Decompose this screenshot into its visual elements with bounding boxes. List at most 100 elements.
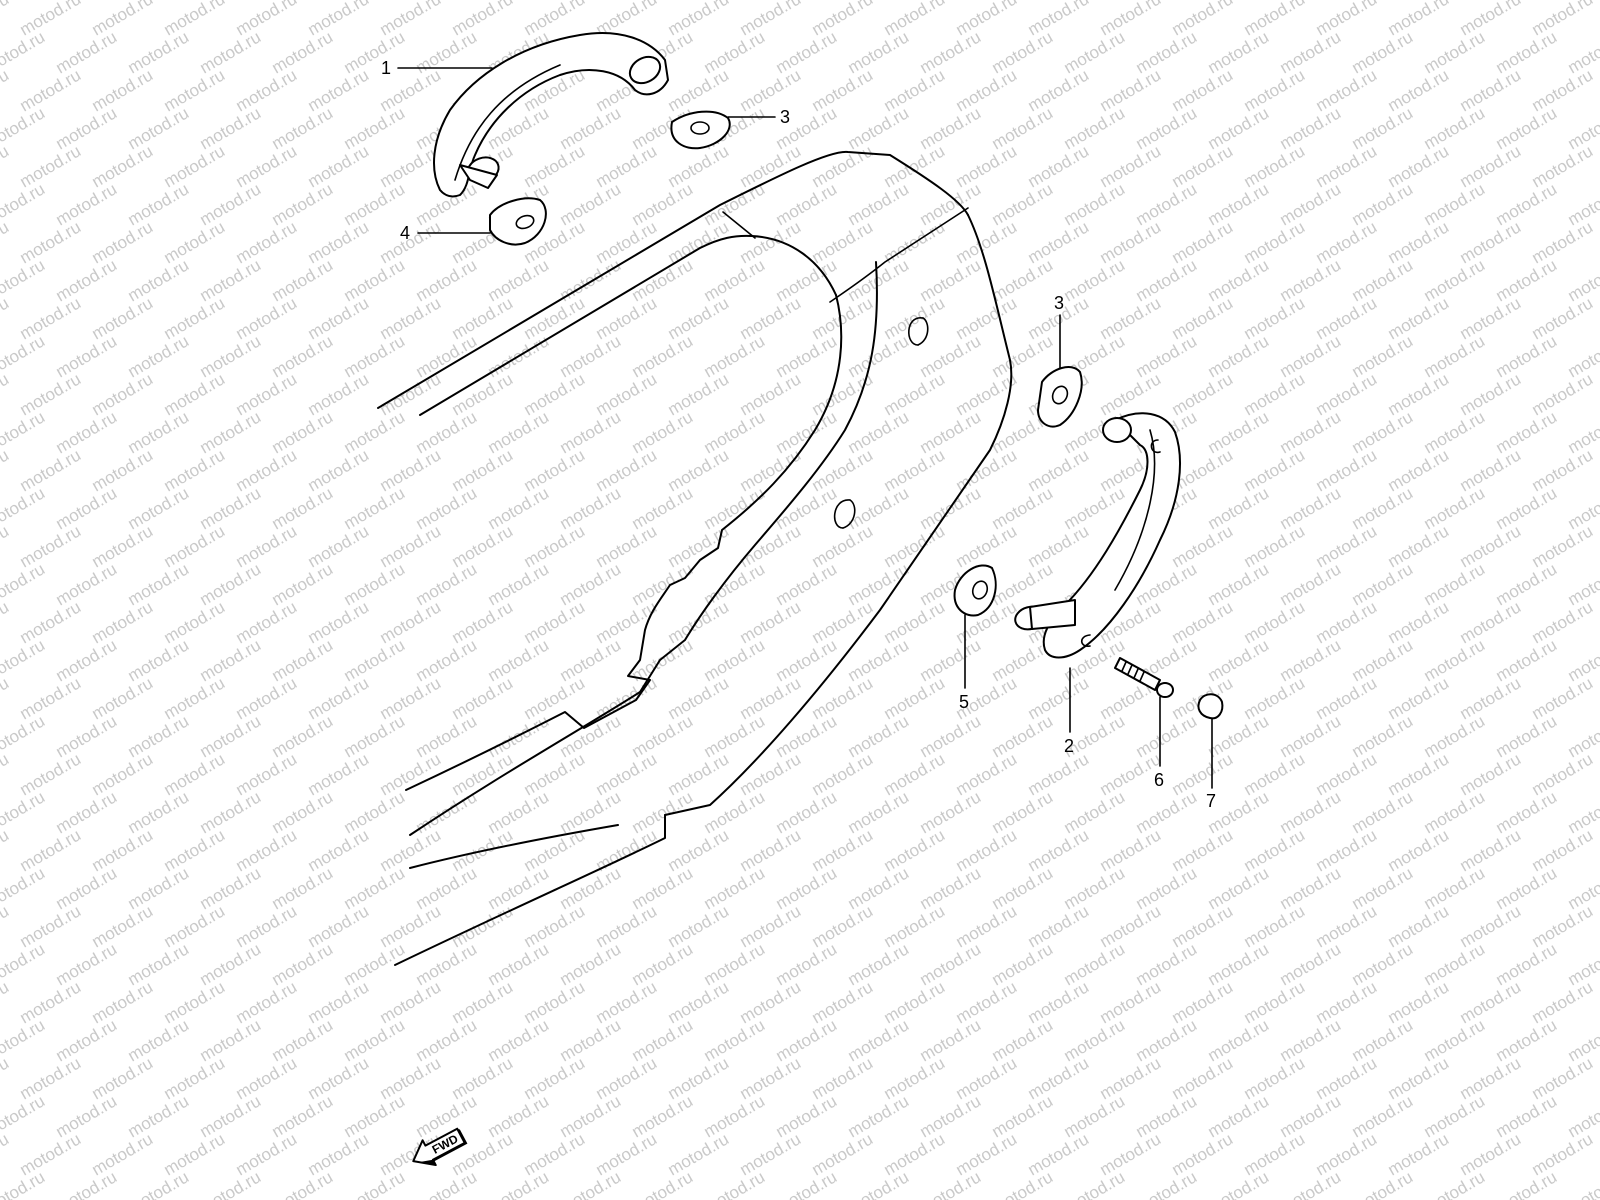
- watermark-text: motod.ru: [557, 863, 625, 913]
- watermark-text: motod.ru: [53, 483, 121, 533]
- watermark-text: motod.ru: [197, 483, 265, 533]
- watermark-text: motod.ru: [881, 293, 949, 343]
- watermark-text: motod.ru: [881, 369, 949, 419]
- watermark-text: motod.ru: [701, 1167, 769, 1200]
- watermark-text: motod.ru: [233, 217, 301, 267]
- watermark-text: motod.ru: [917, 1091, 985, 1141]
- watermark-text: motod.ru: [0, 939, 48, 989]
- watermark-text: motod.ru: [1421, 483, 1489, 533]
- watermark-text: motod.ru: [305, 293, 373, 343]
- watermark-text: motod.ru: [1277, 103, 1345, 153]
- watermark-text: motod.ru: [1385, 901, 1453, 951]
- watermark-text: motod.ru: [665, 825, 733, 875]
- washer-5: [953, 564, 997, 617]
- watermark-text: motod.ru: [917, 711, 985, 761]
- watermark-text: motod.ru: [1529, 1053, 1597, 1103]
- watermark-text: motod.ru: [269, 179, 337, 229]
- watermark-text: motod.ru: [377, 749, 445, 799]
- watermark-text: motod.ru: [305, 65, 373, 115]
- watermark-text: motod.ru: [665, 445, 733, 495]
- watermark-text: motod.ru: [1493, 1015, 1561, 1065]
- watermark-text: motod.ru: [89, 141, 157, 191]
- watermark-text: motod.ru: [1421, 635, 1489, 685]
- watermark-text: motod.ru: [1529, 141, 1597, 191]
- watermark-text: motod.ru: [0, 27, 48, 77]
- watermark-text: motod.ru: [665, 977, 733, 1027]
- watermark-text: motod.ru: [953, 1129, 1021, 1179]
- watermark-text: motod.ru: [701, 331, 769, 381]
- watermark-text: motod.ru: [1529, 901, 1597, 951]
- watermark-text: motod.ru: [773, 483, 841, 533]
- watermark-text: motod.ru: [1385, 293, 1453, 343]
- watermark-text: motod.ru: [413, 635, 481, 685]
- watermark-text: motod.ru: [1097, 977, 1165, 1027]
- watermark-text: motod.ru: [1025, 445, 1093, 495]
- watermark-text: motod.ru: [665, 1129, 733, 1179]
- watermark-text: motod.ru: [845, 1167, 913, 1200]
- watermark-text: motod.ru: [1241, 65, 1309, 115]
- watermark-text: motod.ru: [1241, 977, 1309, 1027]
- watermark-text: motod.ru: [1421, 27, 1489, 77]
- watermark-text: motod.ru: [377, 293, 445, 343]
- watermark-text: motod.ru: [1133, 27, 1201, 77]
- watermark-text: motod.ru: [485, 407, 553, 457]
- watermark-text: motod.ru: [989, 863, 1057, 913]
- watermark-text: motod.ru: [1493, 331, 1561, 381]
- watermark-text: motod.ru: [1349, 255, 1417, 305]
- watermark-text: motod.ru: [701, 635, 769, 685]
- watermark-text: motod.ru: [845, 1091, 913, 1141]
- watermark-text: motod.ru: [53, 787, 121, 837]
- watermark-text: motod.ru: [449, 901, 517, 951]
- watermark-text: motod.ru: [521, 673, 589, 723]
- watermark-text: motod.ru: [629, 1091, 697, 1141]
- watermark-text: motod.ru: [881, 977, 949, 1027]
- watermark-text: motod.ru: [341, 1091, 409, 1141]
- watermark-text: motod.ru: [161, 1129, 229, 1179]
- watermark-text: motod.ru: [953, 217, 1021, 267]
- watermark-text: motod.ru: [17, 977, 85, 1027]
- watermark-text: motod.ru: [1061, 255, 1129, 305]
- watermark-text: motod.ru: [845, 1015, 913, 1065]
- watermark-text: motod.ru: [1349, 787, 1417, 837]
- watermark-text: motod.ru: [1169, 521, 1237, 571]
- watermark-text: motod.ru: [737, 65, 805, 115]
- watermark-text: motod.ru: [1169, 293, 1237, 343]
- watermark-text: motod.ru: [1025, 749, 1093, 799]
- watermark-text: motod.ru: [89, 65, 157, 115]
- watermark-text: motod.ru: [341, 407, 409, 457]
- watermark-text: motod.ru: [1277, 1167, 1345, 1200]
- watermark-text: motod.ru: [485, 787, 553, 837]
- watermark-text: motod.ru: [809, 749, 877, 799]
- watermark-text: motod.ru: [1133, 787, 1201, 837]
- watermark-text: motod.ru: [449, 293, 517, 343]
- watermark-text: motod.ru: [1385, 217, 1453, 267]
- watermark-text: motod.ru: [845, 103, 913, 153]
- watermark-text: motod.ru: [1385, 521, 1453, 571]
- watermark-text: motod.ru: [773, 1167, 841, 1200]
- watermark-text: motod.ru: [1205, 331, 1273, 381]
- watermark-text: motod.ru: [593, 521, 661, 571]
- watermark-text: motod.ru: [557, 1167, 625, 1200]
- watermark-text: motod.ru: [629, 407, 697, 457]
- watermark-text: motod.ru: [773, 1091, 841, 1141]
- watermark-text: motod.ru: [125, 711, 193, 761]
- watermark-text: motod.ru: [737, 749, 805, 799]
- watermark-text: motod.ru: [1421, 939, 1489, 989]
- watermark-text: motod.ru: [1241, 445, 1309, 495]
- watermark-text: motod.ru: [17, 369, 85, 419]
- watermark-text: motod.ru: [377, 977, 445, 1027]
- callout-6: 6: [1154, 770, 1164, 790]
- watermark-text: motod.ru: [1349, 939, 1417, 989]
- watermark-text: motod.ru: [269, 1091, 337, 1141]
- watermark-text: motod.ru: [0, 863, 48, 913]
- watermark-text: motod.ru: [1493, 787, 1561, 837]
- watermark-text: motod.ru: [269, 1015, 337, 1065]
- watermark-text: motod.ru: [233, 597, 301, 647]
- watermark-text: motod.ru: [953, 1053, 1021, 1103]
- watermark-text: motod.ru: [1529, 217, 1597, 267]
- watermark-text: motod.ru: [1169, 901, 1237, 951]
- watermark-text: motod.ru: [1457, 1053, 1525, 1103]
- watermark-text: motod.ru: [1097, 293, 1165, 343]
- watermark-text: motod.ru: [1493, 179, 1561, 229]
- watermark-text: motod.ru: [773, 407, 841, 457]
